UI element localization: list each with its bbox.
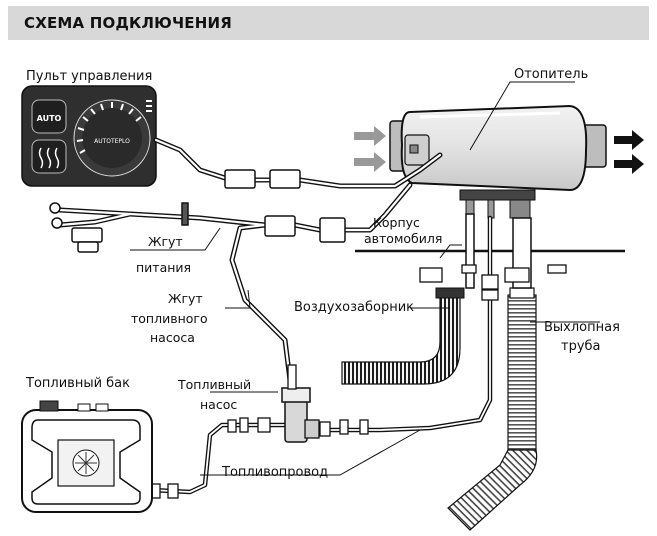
label-pump-harness-2: топливного — [131, 311, 208, 326]
heat-waves-icon — [38, 147, 60, 169]
label-heater: Отопитель — [514, 67, 588, 82]
label-exhaust-1: Выхлопная — [544, 320, 620, 335]
label-power-harness-1: Жгут — [148, 234, 183, 249]
leader-lines — [130, 81, 600, 476]
exhaust-pipe — [447, 287, 538, 531]
auto-button-label: AUTO — [37, 114, 62, 123]
page-title: СХЕМА ПОДКЛЮЧЕНИЯ — [24, 14, 232, 32]
labels: Пульт управления Отопитель Корпус автомо… — [25, 67, 620, 480]
panel-brand: AUTOTEPLO — [94, 138, 130, 145]
label-fuel-tank: Топливный бак — [25, 376, 130, 391]
fuel-pump — [281, 364, 320, 443]
fuel-fittings — [149, 274, 499, 499]
label-fuel-pump-2: насос — [200, 397, 237, 412]
battery-terminals — [49, 202, 103, 253]
label-power-harness-2: питания — [136, 260, 191, 275]
pipe-clamps — [419, 264, 567, 283]
panel-indicator-bars — [146, 100, 152, 112]
wiring-inner — [58, 138, 442, 382]
air-inlet-arrows — [354, 126, 386, 172]
tank-logo-icon — [75, 452, 97, 474]
label-air-intake: Воздухозаборник — [294, 300, 414, 315]
fuel-tank — [21, 400, 153, 513]
control-panel: AUTO AUTOTEPLO — [21, 85, 157, 187]
label-fuel-line: Топливопровод — [221, 465, 328, 480]
label-exhaust-2: труба — [561, 339, 601, 354]
dial-scale — [76, 102, 142, 154]
label-pump-harness-1: Жгут — [168, 291, 203, 306]
label-control-panel: Пульт управления — [26, 69, 152, 84]
wire-connectors — [181, 169, 346, 243]
air-intake-hose — [341, 287, 465, 385]
heater-unit — [389, 104, 607, 219]
air-outlet-arrows — [614, 130, 644, 174]
header-bar: СХЕМА ПОДКЛЮЧЕНИЯ — [8, 6, 649, 40]
label-pump-harness-3: насоса — [150, 330, 195, 345]
label-vehicle-body-1: Корпус — [373, 215, 420, 230]
label-vehicle-body-2: автомобиля — [364, 231, 442, 246]
label-fuel-pump-1: Топливный — [177, 377, 251, 392]
